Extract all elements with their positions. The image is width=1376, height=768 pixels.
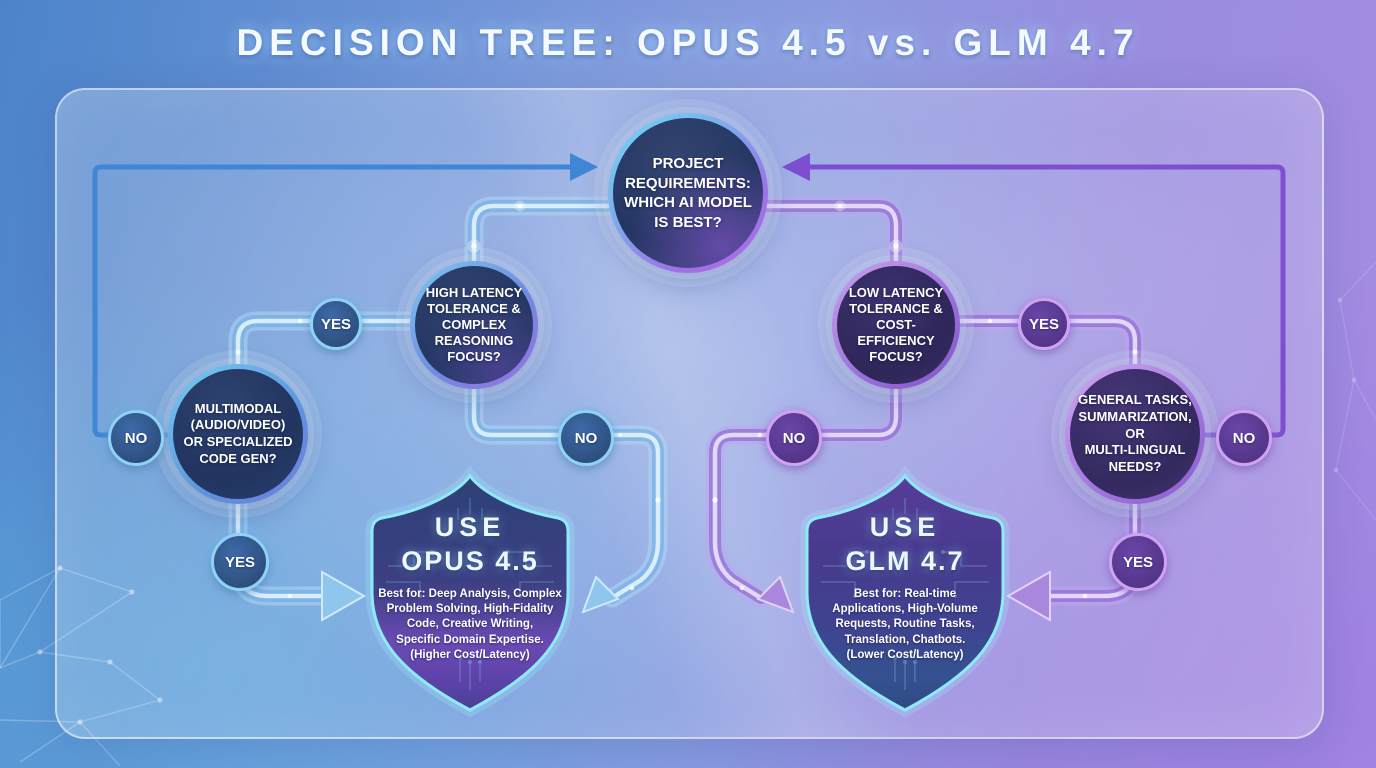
- outcome-shield-glm: USE GLM 4.7 Best for: Real-time Applicat…: [797, 465, 1013, 718]
- node-multimodal-label: MULTIMODAL (AUDIO/VIDEO) OR SPECIALIZED …: [173, 369, 303, 499]
- opus-details: Best for: Deep Analysis, Complex Problem…: [378, 588, 562, 661]
- glm-details: Best for: Real-time Applications, High-V…: [832, 588, 978, 661]
- outcome-glm-text: USE GLM 4.7 Best for: Real-time Applicat…: [797, 470, 1013, 716]
- node-high-latency-label: HIGH LATENCY TOLERANCE & COMPLEX REASONI…: [415, 266, 533, 384]
- shield-shape-opus: [365, 465, 575, 718]
- arrowhead-opus-right-icon: [581, 575, 620, 614]
- arrowhead-glm-left-icon: [756, 575, 795, 614]
- edge-high-latency-yes-to-multimodal: [228, 311, 422, 378]
- sparkle-dots: [235, 200, 1138, 599]
- opus-use-label: USE: [434, 512, 506, 542]
- page-title: DECISION TREE: OPUS 4.5 vs. GLM 4.7: [236, 22, 1140, 63]
- badge-low-latency-yes: YES: [1018, 298, 1070, 350]
- edge-multimodal-no-loop: [92, 164, 574, 438]
- outcome-shield-opus: USE OPUS 4.5 Best for: Deep Analysis, Co…: [362, 465, 578, 718]
- badge-low-latency-no: NO: [766, 410, 822, 466]
- badge-multimodal-no: NO: [108, 410, 164, 466]
- glm-use-label: USE: [869, 512, 941, 542]
- circuit-pattern: [386, 498, 554, 690]
- edge-general-no-loop: [806, 164, 1286, 438]
- badge-general-no: NO: [1216, 410, 1272, 466]
- edge-root-to-high-latency: [464, 196, 628, 276]
- edge-high-latency-no-to-opus: [464, 379, 668, 614]
- outcome-opus-text: USE OPUS 4.5 Best for: Deep Analysis, Co…: [362, 470, 578, 716]
- node-low-latency-label: LOW LATENCY TOLERANCE & COST- EFFICIENCY…: [837, 266, 955, 384]
- edge-low-latency-yes-to-general: [950, 311, 1145, 378]
- edge-low-latency-no-to-glm: [705, 379, 906, 614]
- arrowhead-no-loop-left-icon: [570, 153, 598, 181]
- node-low-latency: LOW LATENCY TOLERANCE & COST- EFFICIENCY…: [832, 261, 960, 389]
- opus-name-label: OPUS 4.5: [401, 546, 539, 576]
- node-high-latency: HIGH LATENCY TOLERANCE & COMPLEX REASONI…: [410, 261, 538, 389]
- node-project-requirements: PROJECT REQUIREMENTS: WHICH AI MODEL IS …: [608, 113, 768, 273]
- node-project-requirements-label: PROJECT REQUIREMENTS: WHICH AI MODEL IS …: [613, 118, 763, 268]
- node-multimodal: MULTIMODAL (AUDIO/VIDEO) OR SPECIALIZED …: [168, 364, 308, 504]
- shield-shape-glm: [800, 465, 1010, 718]
- badge-high-latency-no: NO: [558, 410, 614, 466]
- badge-general-yes: YES: [1109, 533, 1167, 591]
- node-general-tasks-label: GENERAL TASKS, SUMMARIZATION, OR MULTI-L…: [1070, 369, 1200, 499]
- glm-name-label: GLM 4.7: [845, 546, 965, 576]
- badge-multimodal-yes: YES: [211, 533, 269, 591]
- arrowhead-glm-right-icon: [1005, 570, 1051, 622]
- node-general-tasks: GENERAL TASKS, SUMMARIZATION, OR MULTI-L…: [1065, 364, 1205, 504]
- arrowhead-opus-left-icon: [321, 570, 367, 622]
- edge-root-to-low-latency: [748, 196, 906, 276]
- arrowhead-no-loop-right-icon: [782, 153, 810, 181]
- circuit-pattern: [821, 498, 989, 690]
- badge-high-latency-yes: YES: [310, 298, 362, 350]
